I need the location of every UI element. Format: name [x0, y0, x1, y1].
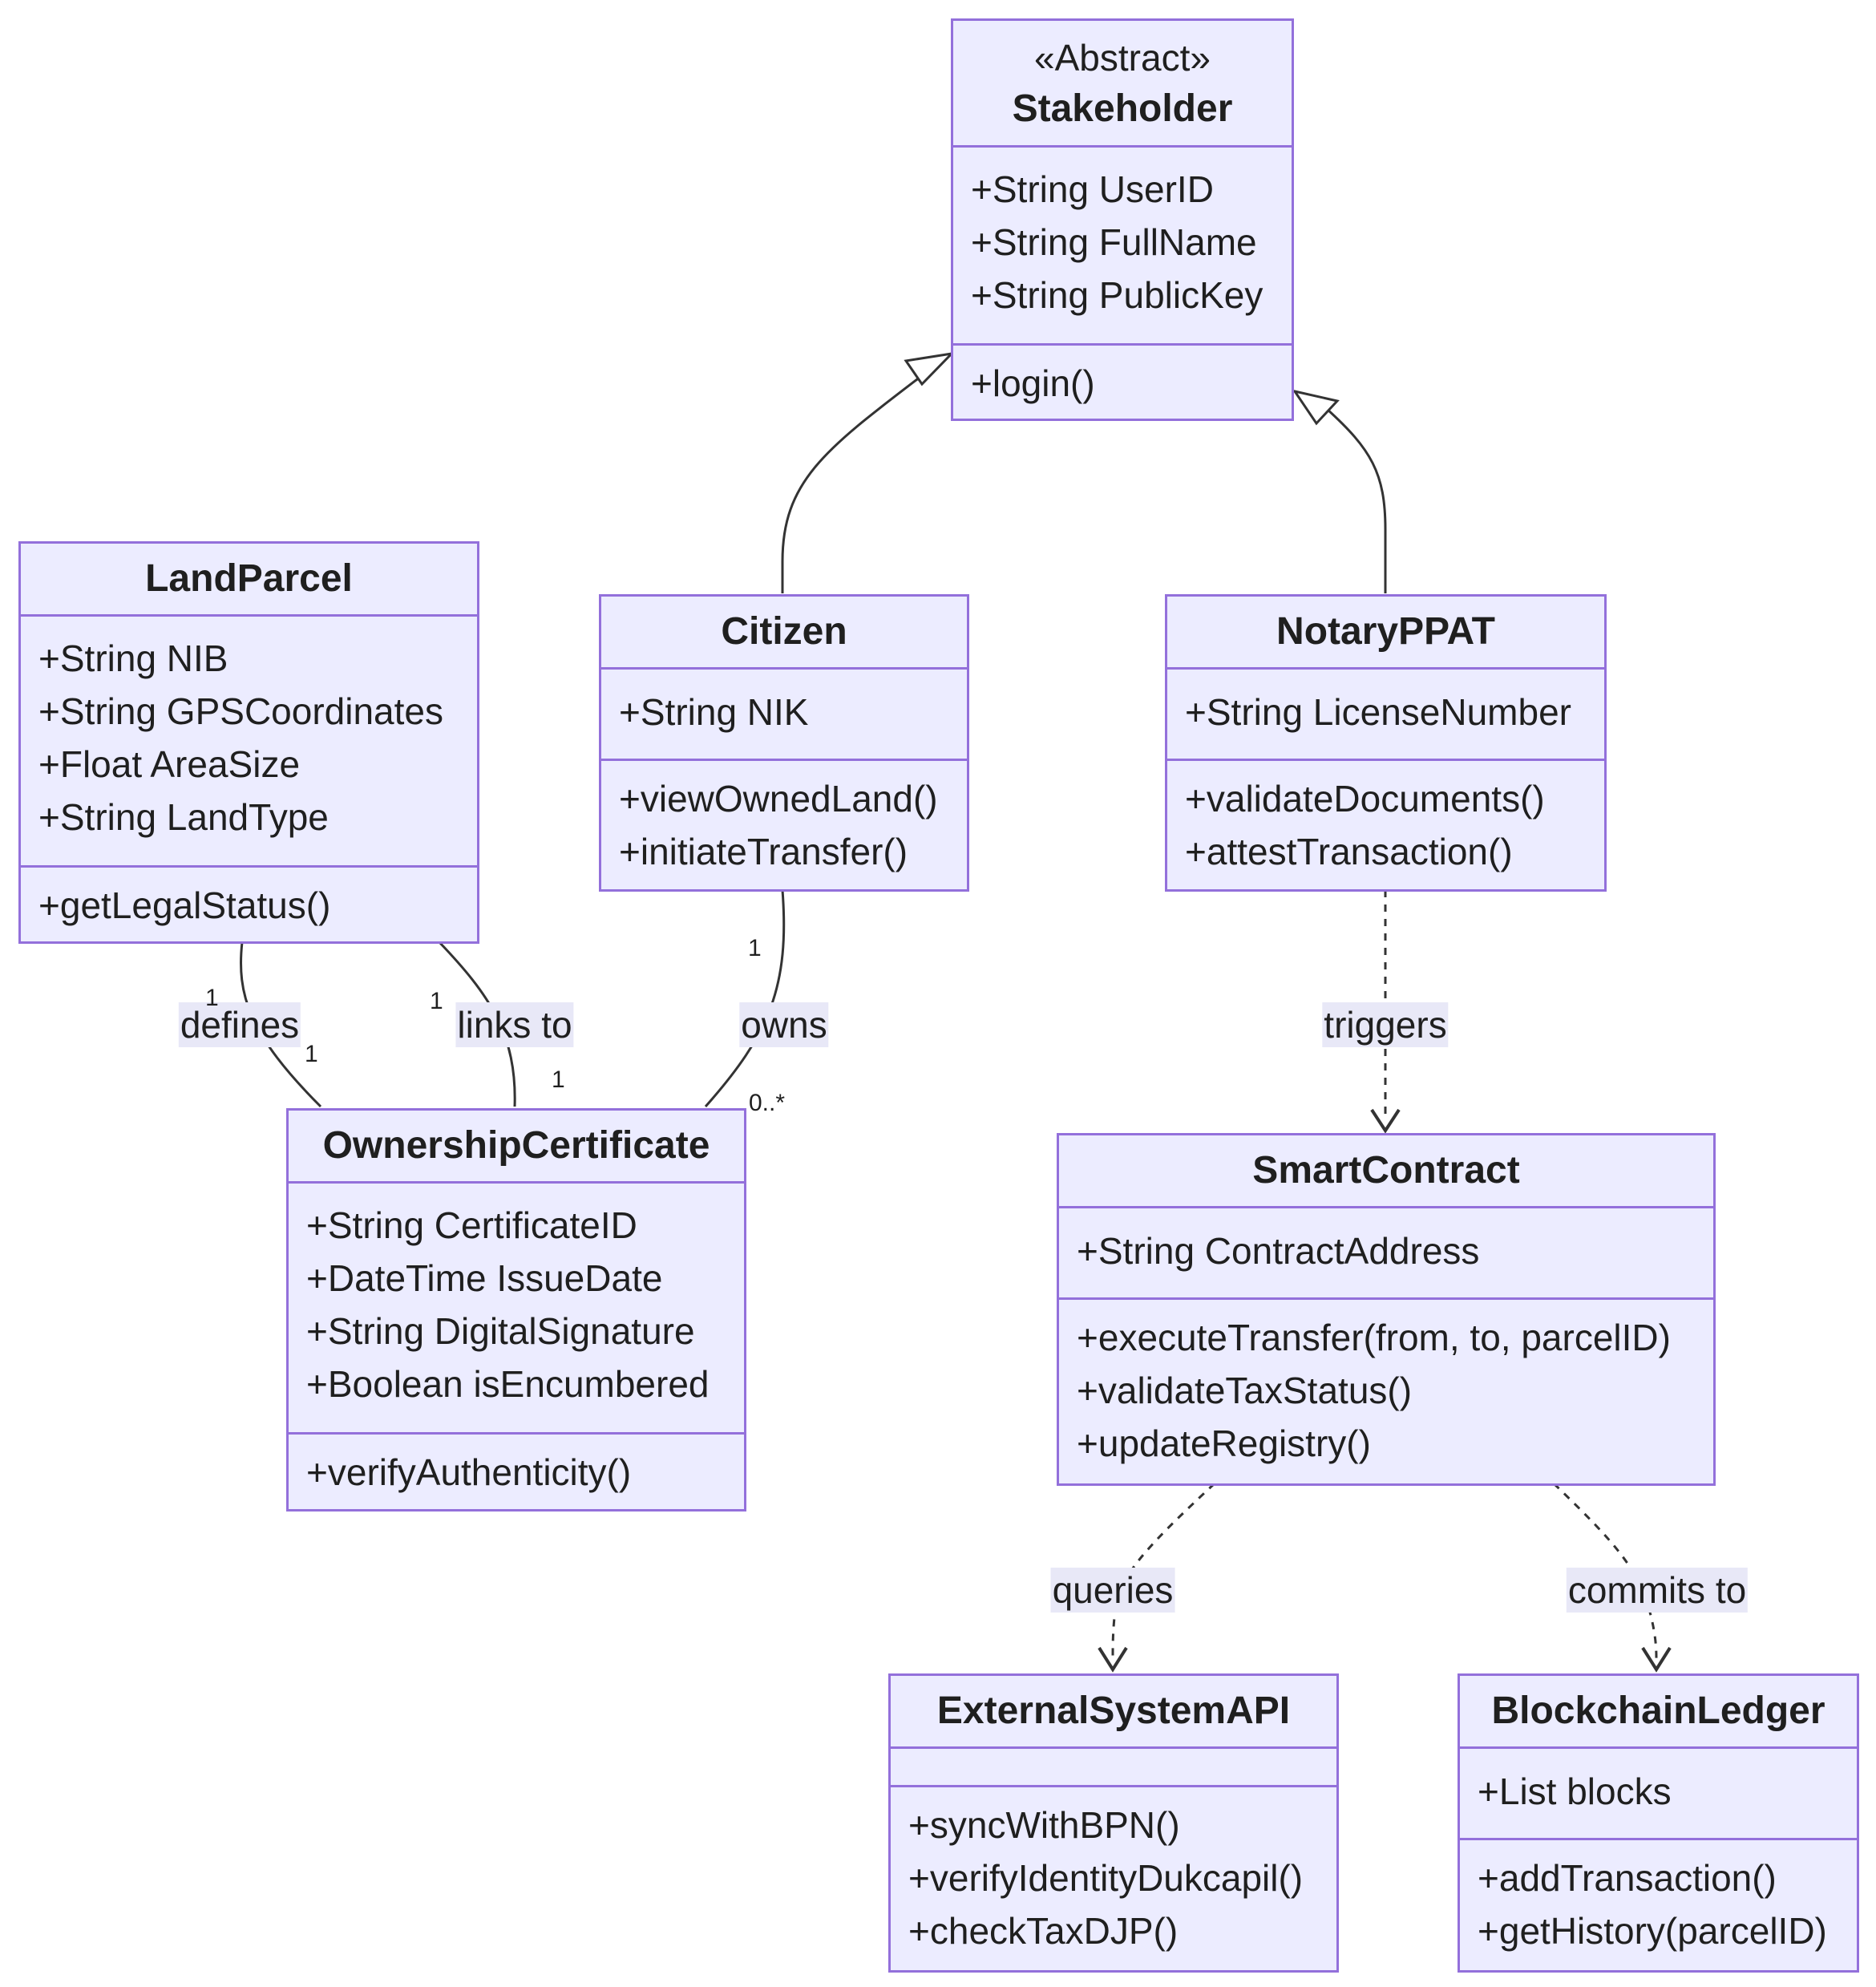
methods-section: +login(): [953, 346, 1292, 410]
class-header: NotaryPPAT: [1167, 597, 1604, 670]
class-name: ExternalSystemAPI: [936, 1690, 1291, 1732]
methods-section: +syncWithBPN() +verifyIdentityDukcapil()…: [891, 1787, 1336, 1957]
attribute: +String LandType: [38, 796, 329, 838]
class-name: OwnershipCertificate: [322, 1124, 710, 1167]
edge-label-links-to: links to: [455, 1002, 574, 1047]
edge-label-queries: queries: [1050, 1568, 1175, 1613]
class-smartcontract[interactable]: SmartContract +String ContractAddress +e…: [1057, 1133, 1716, 1486]
class-notaryppat[interactable]: NotaryPPAT +String LicenseNumber +valida…: [1165, 594, 1607, 892]
edge-owns: [704, 889, 786, 1107]
class-landparcel[interactable]: LandParcel +String NIB +String GPSCoordi…: [18, 541, 479, 944]
attribute: +String FullName: [971, 221, 1257, 263]
attribute: +String LicenseNumber: [1185, 691, 1571, 733]
edge-label-commits-to: commits to: [1566, 1568, 1749, 1613]
class-name: NotaryPPAT: [1276, 610, 1495, 653]
edge-label-owns: owns: [739, 1002, 829, 1047]
multiplicity-links-to-source: 1: [430, 988, 443, 1014]
arrowhead-triggers: [1370, 1108, 1401, 1134]
method: +initiateTransfer(): [619, 831, 908, 872]
methods-section: +executeTransfer(from, to, parcelID) +va…: [1059, 1300, 1713, 1470]
inheritance-triangle-citizen: [904, 351, 956, 386]
class-citizen[interactable]: Citizen +String NIK +viewOwnedLand() +in…: [599, 594, 969, 892]
attribute: +String NIK: [619, 691, 809, 733]
class-header: ExternalSystemAPI: [891, 1676, 1336, 1749]
multiplicity-defines-source: 1: [205, 985, 219, 1011]
attributes-section: [891, 1749, 1336, 1787]
edge-label-triggers: triggers: [1322, 1002, 1449, 1047]
class-stereotype: «Abstract»: [1034, 36, 1211, 79]
attributes-section: +List blocks: [1460, 1749, 1857, 1840]
methods-section: +viewOwnedLand() +initiateTransfer(): [601, 761, 967, 878]
class-header: OwnershipCertificate: [289, 1111, 744, 1184]
attributes-section: +String NIB +String GPSCoordinates +Floa…: [21, 617, 477, 868]
methods-section: +verifyAuthenticity(): [289, 1435, 744, 1499]
class-name: LandParcel: [145, 557, 353, 600]
attribute: +List blocks: [1478, 1770, 1672, 1812]
attributes-section: +String ContractAddress: [1059, 1208, 1713, 1300]
class-header: BlockchainLedger: [1460, 1676, 1857, 1749]
method: +attestTransaction(): [1185, 831, 1513, 872]
method: +verifyAuthenticity(): [306, 1451, 632, 1493]
attribute: +String DigitalSignature: [306, 1310, 695, 1352]
attributes-section: +String CertificateID +DateTime IssueDat…: [289, 1184, 744, 1435]
attribute: +String CertificateID: [306, 1204, 637, 1246]
class-name: SmartContract: [1252, 1149, 1520, 1192]
class-externalsystemapi[interactable]: ExternalSystemAPI +syncWithBPN() +verify…: [888, 1673, 1339, 1973]
class-ownershipcertificate[interactable]: OwnershipCertificate +String Certificate…: [286, 1108, 746, 1511]
edge-citizen-inherits-stakeholder: [781, 375, 921, 593]
attribute: +String GPSCoordinates: [38, 690, 443, 732]
attribute: +Boolean isEncumbered: [306, 1363, 710, 1405]
attribute: +DateTime IssueDate: [306, 1257, 663, 1299]
attributes-section: +String LicenseNumber: [1167, 670, 1604, 761]
edge-label-defines: defines: [178, 1002, 301, 1047]
method: +checkTaxDJP(): [908, 1910, 1179, 1952]
multiplicity-defines-target: 1: [305, 1041, 318, 1067]
method: +addTransaction(): [1478, 1857, 1777, 1899]
class-header: «Abstract» Stakeholder: [953, 21, 1292, 148]
method: +login(): [971, 362, 1095, 404]
edge-queries: [1111, 1482, 1216, 1659]
class-name: Stakeholder: [1012, 87, 1233, 130]
arrowhead-queries: [1098, 1646, 1128, 1673]
attributes-section: +String NIK: [601, 670, 967, 761]
class-blockchainledger[interactable]: BlockchainLedger +List blocks +addTransa…: [1458, 1673, 1859, 1973]
edge-commits-to: [1552, 1482, 1658, 1659]
method: +validateDocuments(): [1185, 778, 1545, 819]
method: +verifyIdentityDukcapil(): [908, 1857, 1304, 1899]
class-header: SmartContract: [1059, 1135, 1713, 1208]
inheritance-triangle-notary: [1292, 389, 1340, 426]
attribute: +String PublicKey: [971, 274, 1263, 316]
method: +executeTransfer(from, to, parcelID): [1077, 1317, 1671, 1358]
method: +getLegalStatus(): [38, 884, 331, 926]
class-stakeholder[interactable]: «Abstract» Stakeholder +String UserID +S…: [951, 18, 1294, 421]
method: +updateRegistry(): [1077, 1422, 1371, 1464]
multiplicity-owns-target: 0..*: [749, 1090, 786, 1116]
method: +viewOwnedLand(): [619, 778, 938, 819]
methods-section: +getLegalStatus(): [21, 868, 477, 932]
attribute: +String NIB: [38, 637, 228, 679]
attribute: +String UserID: [971, 168, 1214, 210]
attribute: +Float AreaSize: [38, 743, 301, 785]
method: +validateTaxStatus(): [1077, 1370, 1413, 1411]
method: +syncWithBPN(): [908, 1804, 1180, 1846]
class-header: Citizen: [601, 597, 967, 670]
edge-notary-inherits-stakeholder: [1325, 407, 1387, 593]
methods-section: +validateDocuments() +attestTransaction(…: [1167, 761, 1604, 878]
attributes-section: +String UserID +String FullName +String …: [953, 148, 1292, 346]
attribute: +String ContractAddress: [1077, 1230, 1480, 1272]
methods-section: +addTransaction() +getHistory(parcelID): [1460, 1840, 1857, 1957]
method: +getHistory(parcelID): [1478, 1910, 1827, 1952]
class-name: Citizen: [721, 610, 847, 653]
class-name: BlockchainLedger: [1491, 1690, 1825, 1732]
class-header: LandParcel: [21, 544, 477, 617]
multiplicity-owns-source: 1: [748, 935, 762, 961]
arrowhead-commits-to: [1641, 1646, 1672, 1673]
multiplicity-links-to-target: 1: [552, 1066, 565, 1093]
